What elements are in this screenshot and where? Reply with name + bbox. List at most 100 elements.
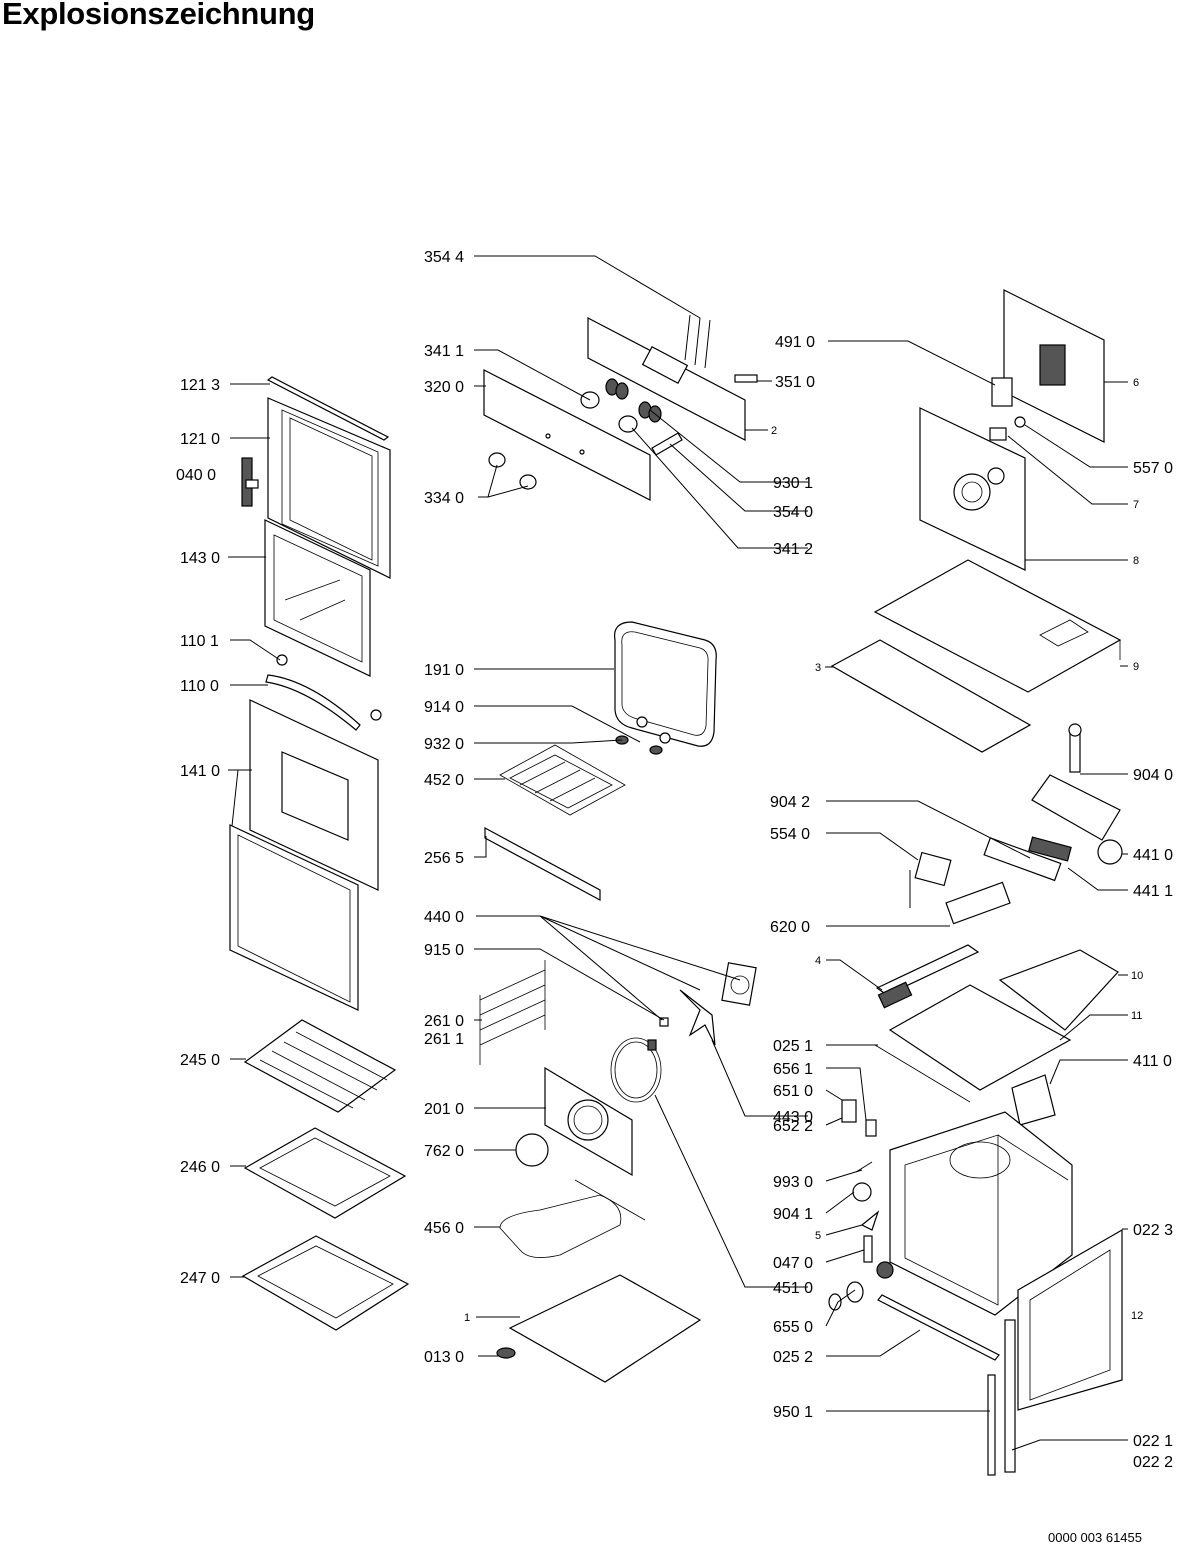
- label-022-2: 022 2: [1133, 1454, 1173, 1471]
- grill-element-part: [499, 716, 671, 816]
- grill-cover-part: [484, 826, 601, 902]
- label-9: 9: [1133, 661, 1139, 673]
- label-121-0: 121 0: [180, 431, 220, 448]
- label-261-1: 261 1: [424, 1031, 464, 1048]
- terminal-block-part: [945, 881, 1011, 925]
- label-025-1: 025 1: [773, 1038, 813, 1055]
- tangential-fan-part: [983, 774, 1123, 882]
- fan-cover-plate-part: [515, 1133, 549, 1167]
- back-cover-part: [1003, 289, 1105, 443]
- label-013-0: 013 0: [424, 1349, 464, 1366]
- label-411-0: 411 0: [1133, 1053, 1172, 1070]
- leader-lines: [228, 255, 1128, 1451]
- label-341-1: 341 1: [424, 343, 464, 360]
- label-022-3: 022 3: [1133, 1222, 1173, 1239]
- top-cover-part: [873, 559, 1122, 693]
- label-914-0: 914 0: [424, 699, 464, 716]
- fan-motor-part: [659, 962, 757, 1046]
- label-651-0: 651 0: [773, 1083, 813, 1100]
- shelf-support-part: [479, 960, 546, 1065]
- back-panel-part: [919, 407, 1026, 571]
- label-110-1: 110 1: [180, 633, 219, 650]
- label-441-1: 441 1: [1133, 883, 1173, 900]
- label-620-0: 620 0: [770, 919, 810, 936]
- ring-element-part: [610, 1037, 662, 1103]
- label-557-0: 557 0: [1133, 460, 1173, 477]
- label-2: 2: [771, 425, 777, 437]
- control-panel-front-part: [483, 369, 651, 501]
- label-1: 1: [464, 1312, 470, 1324]
- label-025-2: 025 2: [773, 1349, 813, 1366]
- label-762-0: 762 0: [424, 1143, 464, 1160]
- label-456-0: 456 0: [424, 1220, 464, 1237]
- label-6: 6: [1133, 377, 1139, 389]
- part-labels: 354 4 341 1 320 0 334 0 351 0 2 930 1 35…: [176, 249, 1173, 1471]
- label-441-0: 441 0: [1133, 847, 1173, 864]
- label-656-1: 656 1: [773, 1061, 813, 1078]
- label-256-5: 256 5: [424, 850, 464, 867]
- label-141-0: 141 0: [180, 763, 220, 780]
- label-4: 4: [815, 955, 821, 967]
- label-022-1: 022 1: [1133, 1433, 1173, 1450]
- control-bracket-part: [875, 944, 980, 1009]
- label-191-0: 191 0: [424, 662, 464, 679]
- door-seal-strip-part: [266, 376, 390, 441]
- outer-door-glass-part: [249, 699, 379, 891]
- label-932-0: 932 0: [424, 736, 464, 753]
- label-440-0: 440 0: [424, 909, 464, 926]
- label-247-0: 247 0: [180, 1270, 220, 1287]
- door-handle-part: [265, 654, 382, 731]
- label-10: 10: [1131, 970, 1143, 982]
- label-443-0: 443 0: [773, 1109, 813, 1126]
- foot-part: [496, 1347, 516, 1359]
- baking-tray-part: [243, 1127, 407, 1219]
- temperature-sensor-part: [1068, 723, 1082, 773]
- inner-glass-part: [264, 519, 371, 677]
- label-354-0: 354 0: [773, 504, 813, 521]
- control-panel-back-part: [587, 317, 746, 441]
- label-915-0: 915 0: [424, 942, 464, 959]
- top-insulation-plate-part: [830, 639, 1032, 753]
- label-245-0: 245 0: [180, 1052, 220, 1069]
- bottom-heater-part: [499, 1179, 646, 1258]
- label-121-3: 121 3: [180, 377, 220, 394]
- label-904-0: 904 0: [1133, 767, 1173, 784]
- housing-box-part: [1011, 1074, 1056, 1126]
- label-7: 7: [1133, 499, 1139, 511]
- label-993-0: 993 0: [773, 1174, 813, 1191]
- document-number: 0000 003 61455: [1048, 1530, 1142, 1545]
- oven-floor-part: [508, 1274, 702, 1383]
- small-parts: [828, 1099, 894, 1311]
- label-047-0: 047 0: [773, 1255, 813, 1272]
- label-110-0: 110 0: [180, 678, 219, 695]
- label-5: 5: [815, 1230, 821, 1242]
- switch-part: [909, 851, 952, 908]
- label-554-0: 554 0: [770, 826, 810, 843]
- bottom-rail-part: [877, 1294, 1000, 1361]
- label-12: 12: [1131, 1310, 1143, 1322]
- label-655-0: 655 0: [773, 1319, 813, 1336]
- wire-rack-part: [243, 1019, 397, 1113]
- label-652-2: 652 2: [773, 1118, 813, 1135]
- label-904-1: 904 1: [773, 1206, 813, 1223]
- side-strip-parts: [987, 1319, 1016, 1476]
- label-354-4: 354 4: [424, 249, 464, 266]
- door-frame-part: [267, 397, 391, 579]
- label-320-0: 320 0: [424, 379, 464, 396]
- label-491-0: 491 0: [775, 334, 815, 351]
- side-panel-part: [1017, 1228, 1123, 1411]
- label-3: 3: [815, 662, 821, 674]
- label-451-0: 451 0: [773, 1280, 813, 1297]
- label-8: 8: [1133, 555, 1139, 567]
- label-201-0: 201 0: [424, 1101, 464, 1118]
- deep-tray-part: [241, 1235, 410, 1331]
- label-452-0: 452 0: [424, 772, 464, 789]
- cooling-duct-part: [998, 949, 1119, 1031]
- top-plate-part: [874, 984, 1072, 1103]
- label-341-2: 341 2: [773, 541, 813, 558]
- label-950-1: 950 1: [773, 1404, 813, 1421]
- hinge-part: [241, 457, 259, 507]
- door-gasket-part: [614, 621, 717, 747]
- label-040-0: 040 0: [176, 467, 216, 484]
